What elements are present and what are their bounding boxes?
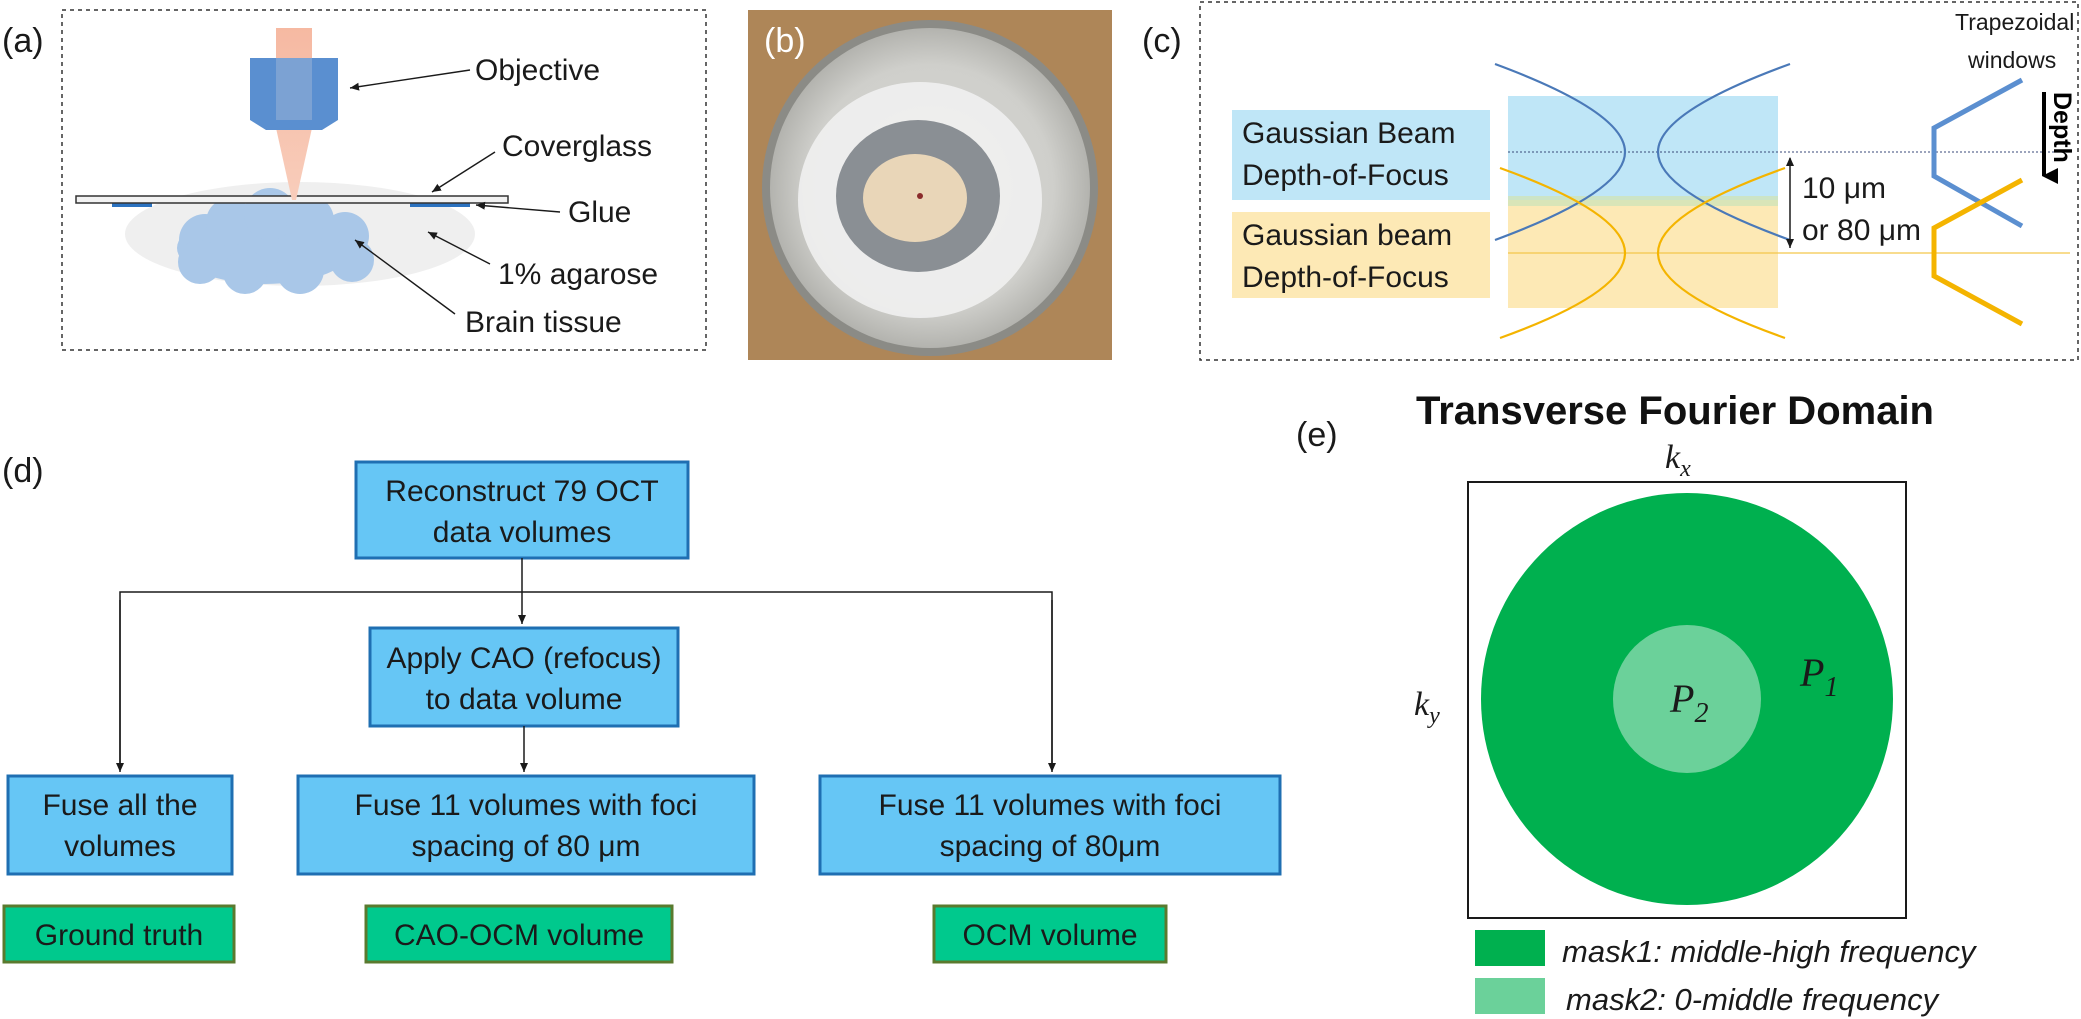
panel-a-tag: (a) xyxy=(2,22,44,60)
brain-label: Brain tissue xyxy=(465,306,622,339)
objective-label: Objective xyxy=(475,54,600,87)
panel-d-tag: (d) xyxy=(2,452,44,490)
spacing-line1: 10 μm xyxy=(1802,172,1886,205)
cao-ocm-box xyxy=(364,904,674,964)
yellow-beam-right xyxy=(1656,166,1786,340)
blue-dof-box xyxy=(1232,110,1490,200)
yellow-dof-line2: Depth-of-Focus xyxy=(1242,261,1449,294)
yellow-trapezoid xyxy=(1931,177,2024,327)
panel-c-tag: (c) xyxy=(1142,22,1182,60)
cao-ocm-label: CAO-OCM volume xyxy=(394,919,644,952)
fuse-ocm-box xyxy=(818,774,1282,876)
legend-mask2-label: mask2: 0-middle frequency xyxy=(1566,982,1941,1017)
agarose-label: 1% agarose xyxy=(498,258,658,291)
panel-e: (e) Transverse Fourier Domain kx ky P2 P… xyxy=(1296,389,1978,1017)
panel-e-tag: (e) xyxy=(1296,416,1338,454)
fuse-ocm-line2: spacing of 80μm xyxy=(940,830,1161,863)
mask2-circle xyxy=(1613,625,1761,773)
reconstruct-line2: data volumes xyxy=(433,516,611,549)
fuse-all-box xyxy=(6,774,234,876)
glue-arrow xyxy=(475,201,561,213)
yellow-dof-region xyxy=(1508,200,1778,308)
ground-truth-box xyxy=(2,904,236,964)
yellow-beam-left xyxy=(1499,166,1627,340)
objective-arrow xyxy=(349,69,471,91)
panel-a: (a) Objective xyxy=(2,9,707,351)
brain-tissue-shape xyxy=(177,188,374,294)
fuse-all-line1: Fuse all the xyxy=(42,789,197,822)
panel-c-frame xyxy=(1199,1,2079,361)
panel-b-tag: (b) xyxy=(764,22,806,60)
spacing-line2: or 80 μm xyxy=(1802,214,1921,247)
glue-label: Glue xyxy=(568,196,631,229)
panel-d: (d) Reconstruct 79 OCT data volumes Appl… xyxy=(2,452,1282,964)
panel-a-frame xyxy=(61,9,707,351)
brain-sample xyxy=(863,154,967,242)
blue-beam-left xyxy=(1494,62,1627,242)
objective-shape xyxy=(250,58,338,130)
blue-trapezoid xyxy=(1931,77,2024,229)
ocm-volume-label: OCM volume xyxy=(962,919,1137,952)
blue-dof-region xyxy=(1508,96,1778,200)
depth-label: Depth xyxy=(2048,92,2076,163)
legend-mask1-label: mask1: middle-high frequency xyxy=(1562,934,1978,969)
fuse-cao-line2: spacing of 80 μm xyxy=(411,830,640,863)
fuse-cao-box xyxy=(296,774,756,876)
blue-dof-line1: Gaussian Beam xyxy=(1242,117,1455,150)
fuse-ocm-line1: Fuse 11 volumes with foci xyxy=(879,789,1222,822)
blue-dof-line2: Depth-of-Focus xyxy=(1242,159,1449,192)
fuse-cao-line1: Fuse 11 volumes with foci xyxy=(355,789,698,822)
ground-truth-label: Ground truth xyxy=(35,919,203,952)
blue-beam-right xyxy=(1656,62,1791,242)
panel-b: (b) xyxy=(748,10,1112,360)
apply-cao-line2: to data volume xyxy=(426,683,623,716)
glue-right xyxy=(410,202,470,207)
apply-cao-line1: Apply CAO (refocus) xyxy=(386,642,661,675)
ky-label: ky xyxy=(1414,686,1440,729)
brain-arrow xyxy=(354,239,456,315)
fuse-all-line2: volumes xyxy=(64,830,176,863)
yellow-dof-line1: Gaussian beam xyxy=(1242,219,1452,252)
reconstruct-line1: Reconstruct 79 OCT xyxy=(385,475,658,508)
coverglass-arrow xyxy=(431,151,496,193)
coverglass-label: Coverglass xyxy=(502,130,652,163)
agarose-arrow xyxy=(427,231,491,265)
p2-label: P2 xyxy=(1669,676,1708,729)
trap-label-line1: Trapezoidal xyxy=(1955,9,2074,35)
glue-left xyxy=(112,202,152,207)
legend-mask1-swatch xyxy=(1475,930,1545,966)
panel-c: (c) Gaussian Beam Depth-of-Focus Gaussia… xyxy=(1142,1,2079,361)
ocm-volume-box xyxy=(932,904,1168,964)
kx-label: kx xyxy=(1665,439,1691,482)
legend-mask2-swatch xyxy=(1475,978,1545,1014)
trap-label-line2: windows xyxy=(1967,47,2056,73)
yellow-dof-box xyxy=(1232,212,1490,298)
fourier-title: Transverse Fourier Domain xyxy=(1416,389,1934,433)
p1-label: P1 xyxy=(1799,650,1838,703)
